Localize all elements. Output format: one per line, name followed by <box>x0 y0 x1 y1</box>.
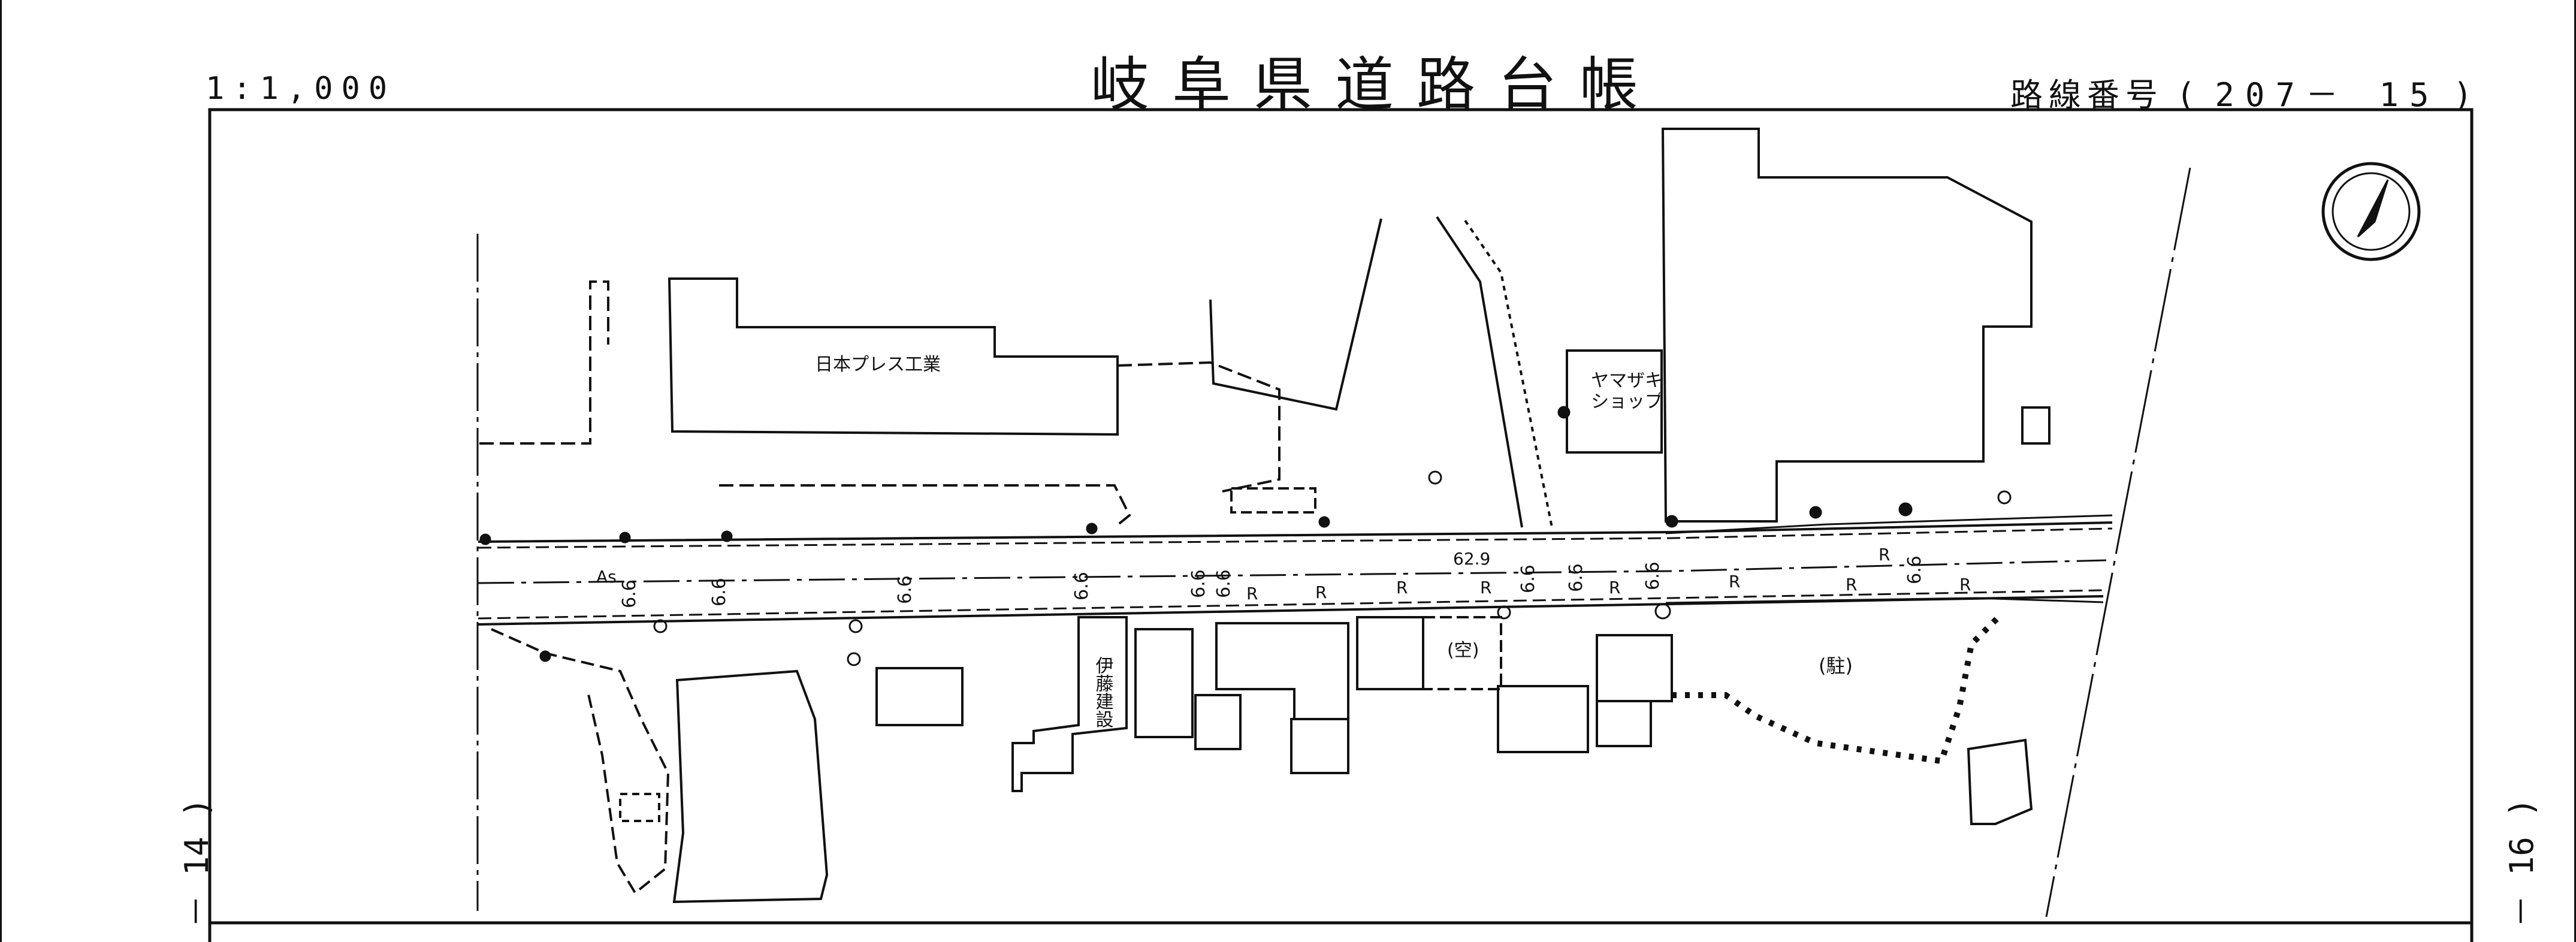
hydrant-marker <box>653 619 668 633</box>
building-dashed-nw <box>479 280 609 445</box>
hydrant-marker <box>1997 490 2012 505</box>
scale-label: 1:1,000 <box>206 71 396 107</box>
building-yamazaki-shop <box>1566 349 1663 454</box>
r-marker: R <box>1729 572 1740 591</box>
building-south-4 <box>1215 622 1349 720</box>
building-north-mid <box>1209 218 1382 411</box>
label-ito-kensetsu: 伊藤建設 <box>1092 656 1114 728</box>
road-width-label: 6.6 <box>1188 569 1209 598</box>
hydrant-markers <box>653 470 2012 666</box>
pole-marker <box>1665 515 1678 528</box>
route-label: 路線番号 <box>2010 76 2164 114</box>
road-north-edge-dashed <box>478 527 2113 549</box>
building-dashed-nw2 <box>1117 361 1281 493</box>
road-south-edge-dashed <box>478 589 2104 620</box>
r-marker: R <box>1879 545 1890 564</box>
building-south-8 <box>1596 634 1673 702</box>
building-south-3 <box>1194 694 1242 750</box>
road-width-label: 6.6 <box>1213 569 1234 598</box>
road-centerline <box>478 559 2107 584</box>
label-nihon-press: 日本プレス工業 <box>815 354 941 375</box>
building-dashed-sw <box>491 628 670 895</box>
hydrant-marker <box>1497 605 1511 620</box>
north-arrow-icon <box>2321 162 2421 261</box>
building-vacant <box>1422 616 1502 690</box>
building-south-6 <box>1356 616 1424 690</box>
hydrant-marker <box>1654 603 1671 620</box>
pole-marker <box>1557 406 1571 419</box>
pole-marker <box>539 650 551 662</box>
building-south-7 <box>1497 685 1589 753</box>
r-marker: R <box>1609 578 1620 597</box>
building-south-9 <box>1596 700 1652 747</box>
building-large-northeast <box>1661 128 2033 523</box>
road-width-label: 6.6 <box>895 575 916 604</box>
building-south-small-1 <box>875 667 964 726</box>
building-dashed-sw-small <box>619 793 660 822</box>
boundary-right <box>2045 167 2191 917</box>
building-small-ne <box>2021 406 2050 445</box>
route-number-value: 207－ 15 <box>2215 76 2440 114</box>
hydrant-marker <box>847 652 861 666</box>
road-width-label: 6.6 <box>1904 555 1925 584</box>
building-north-diagonal-2 <box>1464 219 1553 528</box>
road-width-label: 6.6 <box>1518 564 1539 593</box>
r-marker: R <box>1246 584 1258 603</box>
route-number: 路線番号 ( 207－ 15 ) <box>2010 68 2475 116</box>
label-surface: As <box>596 567 617 587</box>
road-width-label: 6.6 <box>1071 572 1092 600</box>
label-parking: (駐) <box>1819 654 1853 677</box>
pole-marker <box>721 530 733 542</box>
pole-marker <box>1809 506 1822 519</box>
building-dashed-plot <box>1230 487 1316 514</box>
building-north-diagonal <box>1436 216 1523 528</box>
route-open-paren: ( <box>2180 76 2199 114</box>
r-marker: R <box>1846 575 1857 594</box>
r-marker: R <box>1396 578 1408 597</box>
building-nihon-press <box>668 277 1119 436</box>
route-close-paren: ) <box>2456 76 2475 114</box>
road-width-label: 6.6 <box>709 578 730 606</box>
building-south-5 <box>1290 718 1349 774</box>
road-north-sidewalk <box>1665 514 2113 535</box>
pole-marker <box>619 532 631 544</box>
label-vacant: (空) <box>1447 640 1479 661</box>
road-width-label: 6.6 <box>1566 563 1587 592</box>
pole-marker <box>1086 523 1098 535</box>
utility-markers <box>479 406 1913 662</box>
pole-marker <box>479 533 491 545</box>
hydrant-marker <box>1428 470 1442 485</box>
label-yamazaki-1: ヤマザキ <box>1591 370 1663 391</box>
building-dashed-mid <box>719 484 1131 529</box>
label-yamazaki-2: ショップ <box>1591 391 1663 412</box>
r-marker: R <box>1315 582 1327 602</box>
page-title: 岐阜県道路台帳 <box>1091 51 1662 119</box>
building-large-southwest <box>672 669 829 904</box>
hydrant-marker <box>848 619 863 633</box>
road-width-label: 6.6 <box>1642 561 1663 590</box>
r-marker: R <box>1480 578 1491 597</box>
building-southeast <box>1967 738 2033 825</box>
building-ito-kensetsu <box>1011 616 1128 792</box>
label-measure: 62.9 <box>1453 549 1490 569</box>
building-south-2 <box>1134 628 1194 738</box>
road-width-label: 6.6 <box>619 579 640 608</box>
map-frame <box>208 108 2474 942</box>
parking-lot-boundary <box>1672 612 2004 765</box>
pole-marker <box>1898 502 1913 517</box>
pole-marker <box>1318 516 1330 528</box>
road-south-sidewalk <box>1665 597 2104 604</box>
r-marker: R <box>1959 575 1971 594</box>
